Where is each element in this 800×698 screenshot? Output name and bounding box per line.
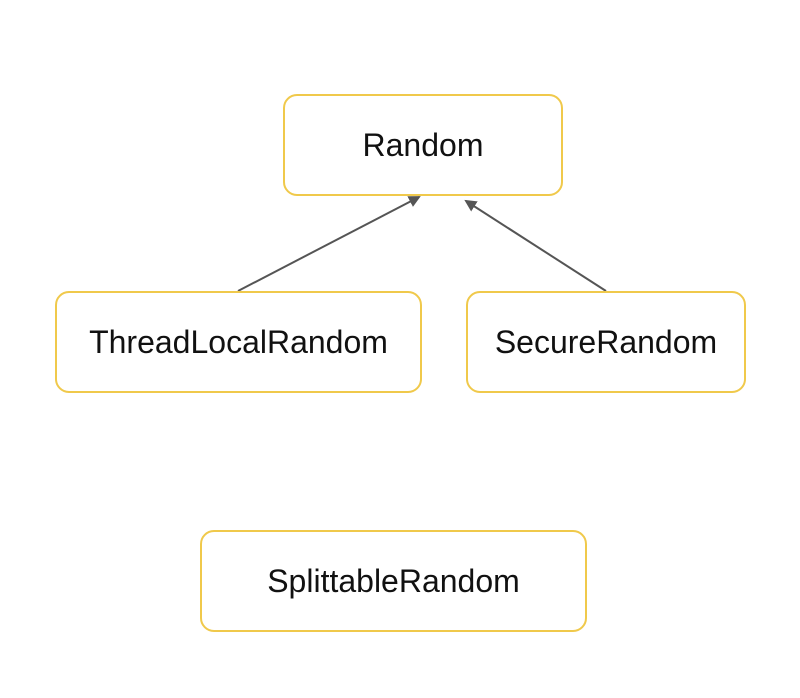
- node-random: Random: [283, 94, 563, 196]
- edge-threadlocalrandom-to-random: [237, 196, 421, 292]
- node-threadlocalrandom: ThreadLocalRandom: [55, 291, 422, 393]
- node-threadlocalrandom-label: ThreadLocalRandom: [89, 323, 388, 360]
- node-splittablerandom-label: SplittableRandom: [267, 562, 520, 599]
- node-securerandom-label: SecureRandom: [494, 323, 718, 360]
- node-random-label: Random: [362, 126, 484, 163]
- node-securerandom: SecureRandom: [466, 291, 746, 393]
- edge-securerandom-to-random: [464, 199, 607, 292]
- node-splittablerandom: SplittableRandom: [200, 530, 587, 632]
